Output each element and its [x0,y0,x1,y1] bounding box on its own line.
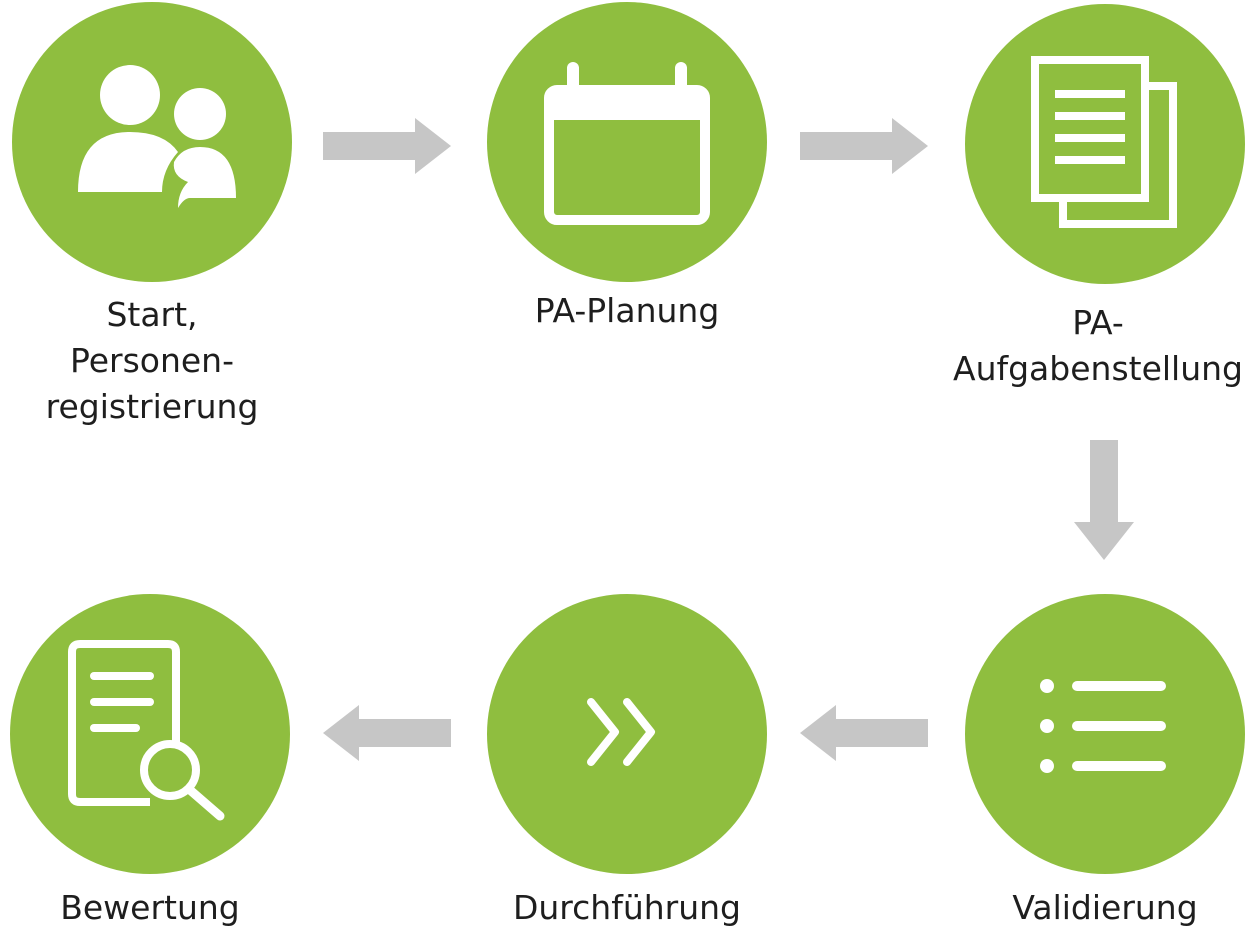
arrow-left-2 [323,705,451,761]
users-icon [78,65,236,208]
double-chevron-right-icon [587,698,655,766]
step-circle-aufgabenstellung [965,4,1245,284]
documents-icon [1031,56,1177,228]
step-label-validierung: Validierung [1012,888,1198,927]
step-label-start: Start, Personen- registrierung [45,295,259,426]
step-circle-validierung [965,594,1245,874]
step-label-planung: PA-Planung [534,291,720,330]
step-label-bewertung: Bewertung [60,888,240,927]
step-circle-durchfuehrung [487,594,767,874]
step-circle-bewertung [10,594,290,874]
list-icon [1040,679,1166,773]
step-circle-planung [487,2,767,282]
step-label-durchfuehrung: Durchführung [512,888,742,927]
step-label-aufgabenstellung: PA- Aufgabenstellung [953,303,1243,388]
arrow-left-1 [800,705,928,761]
arrow-down [1074,440,1134,560]
step-circle-start [12,2,292,282]
document-search-icon [68,640,225,821]
calendar-icon [544,62,710,225]
arrow-right-1 [323,118,451,174]
arrow-right-2 [800,118,928,174]
